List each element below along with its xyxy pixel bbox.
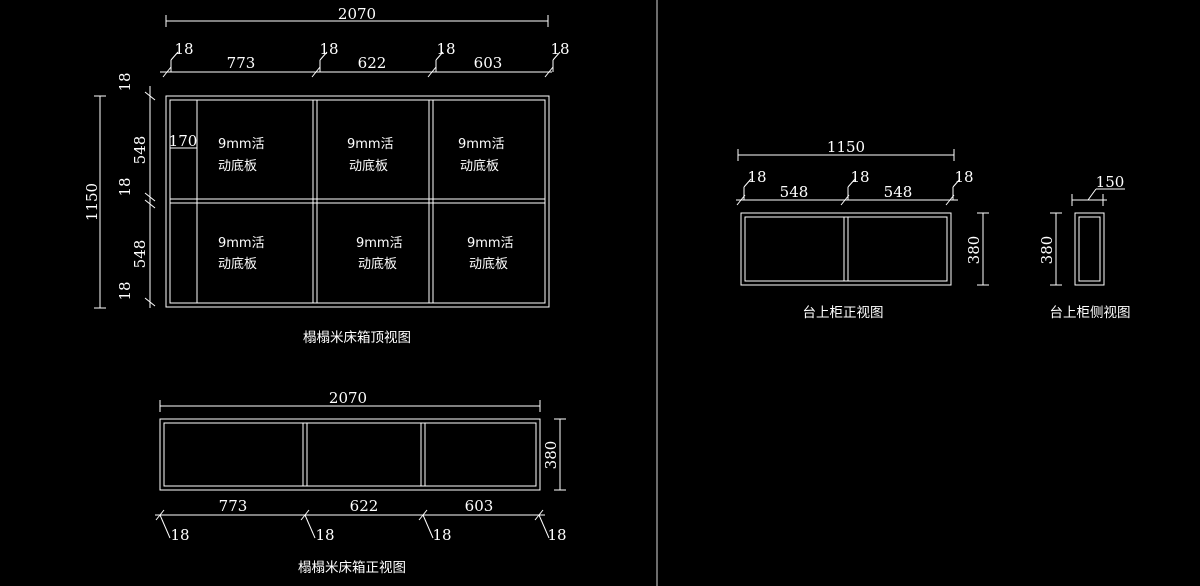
- panel-label: 动底板: [469, 256, 508, 272]
- front-thk-1: 18: [170, 526, 189, 544]
- top-overall-width: 2070: [338, 5, 376, 23]
- front-thk-4: 18: [547, 526, 566, 544]
- panel-label: 9mm活: [356, 236, 403, 251]
- side-depth: 150: [1096, 173, 1125, 191]
- top-view-drawing: 2070 18 18 18 18 773 622 603 1150: [83, 5, 570, 346]
- front-view-title: 榻榻米床箱正视图: [298, 560, 406, 576]
- top-row-height-1: 548: [131, 136, 149, 165]
- front-thk-3: 18: [432, 526, 451, 544]
- cab-thk-1: 18: [747, 168, 766, 186]
- top-thk-4: 18: [550, 40, 569, 58]
- top-row-ticks: [144, 91, 156, 307]
- top-row-thk-2: 18: [116, 177, 134, 196]
- front-overall-width: 2070: [329, 389, 367, 407]
- top-thk-2: 18: [319, 40, 338, 58]
- top-row-thk-3: 18: [116, 281, 134, 300]
- front-view-drawing: 2070 380 773 622 603 18 18 18: [155, 389, 567, 576]
- cabinet-front-title: 台上柜正视图: [803, 305, 884, 321]
- top-dim-ticks: [162, 51, 561, 78]
- top-width-3: 603: [474, 54, 503, 72]
- front-dim-ticks: [155, 509, 550, 539]
- cabinet-side-title: 台上柜侧视图: [1050, 305, 1131, 321]
- front-width-1: 773: [219, 497, 248, 515]
- panel-label: 动底板: [358, 256, 397, 272]
- cab-height: 380: [965, 236, 983, 265]
- cabinet-side-frame: [1074, 212, 1105, 286]
- top-row-height-2: 548: [131, 240, 149, 269]
- panel-label: 动底板: [218, 158, 257, 174]
- top-row-thk-1: 18: [116, 72, 134, 91]
- top-panel-labels: 9mm活 动底板 9mm活 动底板 9mm活 动底板 9mm活 动底板 9mm活…: [218, 137, 514, 272]
- cab-thk-3: 18: [954, 168, 973, 186]
- cab-thk-2: 18: [850, 168, 869, 186]
- cab-width-2: 548: [884, 183, 913, 201]
- cab-overall-width: 1150: [827, 138, 865, 156]
- dim-leader: [1087, 188, 1097, 201]
- top-thk-1: 18: [174, 40, 193, 58]
- panel-label: 动底板: [218, 256, 257, 272]
- top-inner-offset: 170: [169, 132, 198, 150]
- top-view-frame: [165, 95, 550, 308]
- side-height: 380: [1038, 236, 1056, 265]
- cabinet-front-frame: [740, 212, 952, 286]
- panel-label: 动底板: [460, 158, 499, 174]
- cab-dim-ticks: [736, 178, 961, 206]
- top-width-2: 622: [358, 54, 387, 72]
- cabinet-side-drawing: 150 380 台上柜侧视图: [1038, 173, 1131, 321]
- front-width-3: 603: [465, 497, 494, 515]
- front-thk-2: 18: [315, 526, 334, 544]
- cab-width-1: 548: [780, 183, 809, 201]
- top-thk-3: 18: [436, 40, 455, 58]
- front-height: 380: [542, 441, 560, 470]
- top-view-title: 榻榻米床箱顶视图: [303, 330, 411, 346]
- top-width-1: 773: [227, 54, 256, 72]
- front-view-frame: [159, 418, 541, 491]
- panel-label: 9mm活: [458, 137, 505, 152]
- top-height: 1150: [83, 183, 101, 221]
- cabinet-front-drawing: 1150 18 18 18 548 548 380 台上柜正视图: [736, 138, 989, 321]
- panel-label: 9mm活: [467, 236, 514, 251]
- panel-label: 动底板: [349, 158, 388, 174]
- panel-label: 9mm活: [347, 137, 394, 152]
- panel-label: 9mm活: [218, 137, 265, 152]
- front-width-2: 622: [350, 497, 379, 515]
- panel-label: 9mm活: [218, 236, 265, 251]
